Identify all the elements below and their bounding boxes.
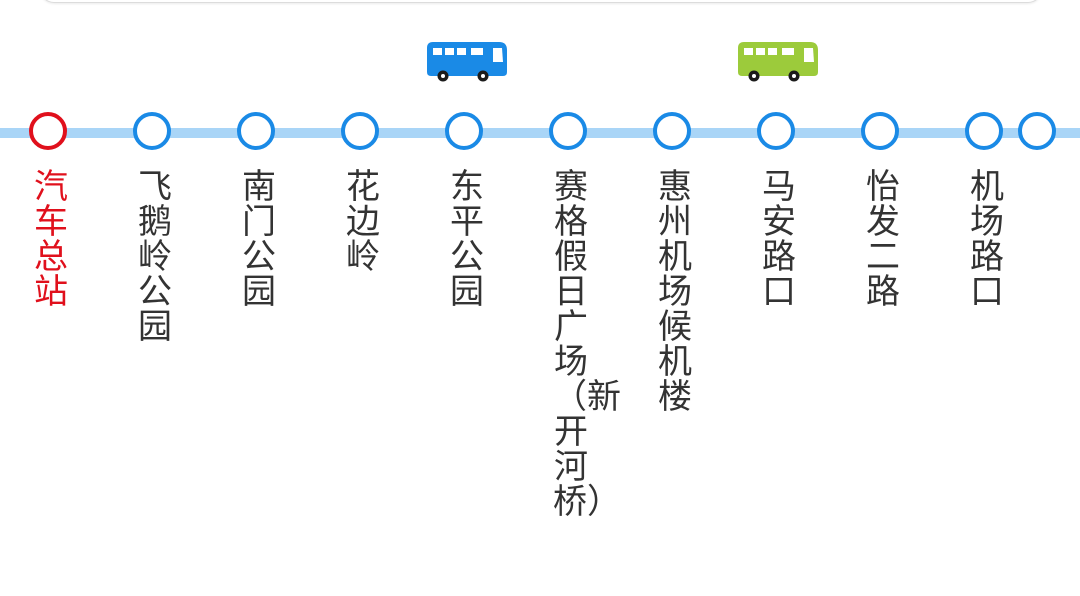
stop-item[interactable]: 飞鹅岭公园 xyxy=(103,108,207,596)
stop-marker xyxy=(965,112,1003,150)
stop-item[interactable]: 南门公园 xyxy=(207,108,311,596)
bus-icon[interactable] xyxy=(425,42,509,84)
top-card xyxy=(40,0,1042,3)
stop-marker xyxy=(133,112,171,150)
stop-name: 飞鹅岭公园 xyxy=(138,167,172,347)
stop-item[interactable]: 花边岭 xyxy=(311,108,415,596)
stop-marker xyxy=(445,112,483,150)
stop-item[interactable]: 马安路口 xyxy=(727,108,831,596)
stop-item[interactable]: 怡发二路 xyxy=(831,108,935,596)
stop-name: 汽车总站 xyxy=(34,167,68,312)
stop-name: 马安路口 xyxy=(762,167,796,312)
stop-item[interactable]: 东平公园 xyxy=(415,108,519,596)
stop-name: 花边岭 xyxy=(346,167,380,277)
stop-item[interactable]: 汽车总站 xyxy=(0,108,103,596)
stop-item[interactable]: 惠州机场候机楼 xyxy=(623,108,727,596)
stop-item[interactable]: 机场路口 xyxy=(935,108,1039,596)
stop-name: 东平公园 xyxy=(450,167,484,312)
route-line xyxy=(0,128,1080,138)
stop-marker xyxy=(1018,112,1056,150)
stop-name: 南门公园 xyxy=(242,167,276,312)
stop-marker xyxy=(237,112,275,150)
stop-marker xyxy=(861,112,899,150)
bus-icon[interactable] xyxy=(736,42,820,84)
stop-marker xyxy=(341,112,379,150)
stop-marker xyxy=(653,112,691,150)
stop-name: 赛格假日广场（新开河桥） xyxy=(553,167,621,522)
stop-item[interactable]: 赛格假日广场（新开河桥） xyxy=(519,108,623,596)
stop-marker xyxy=(29,112,67,150)
stop-name: 机场路口 xyxy=(970,167,1004,312)
stop-marker xyxy=(549,112,587,150)
stop-name: 怡发二路 xyxy=(866,167,900,312)
stop-name: 惠州机场候机楼 xyxy=(658,167,692,417)
stop-marker xyxy=(757,112,795,150)
